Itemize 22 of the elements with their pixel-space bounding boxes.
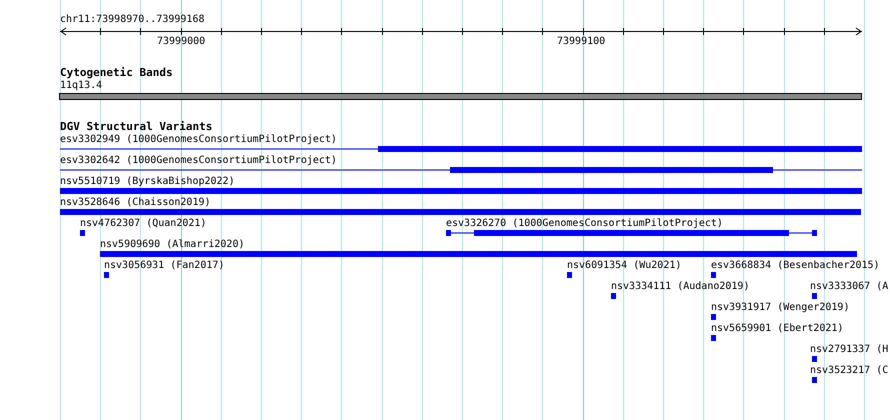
band-label: 11q13.4 [60,80,102,92]
variant-label: nsv3523217 (C [810,365,888,377]
variant-label: esv3326270 (1000GenomesConsortiumPilotProject) [446,218,723,230]
variant-label: esv3302949 (1000GenomesConsortiumPilotProject) [60,134,337,146]
variant-label: nsv3528646 (Chaisson2019) [60,197,211,209]
variant-label: nsv3334111 (Audano2019) [611,281,750,293]
variant-label: nsv5659901 (Ebert2021) [711,323,844,335]
track-title: DGV Structural Variants [60,121,212,133]
variant-label: esv3302642 (1000GenomesConsortiumPilotProject) [60,155,337,167]
variant-label: nsv5909690 (Almarri2020) [100,239,244,251]
variant-label: nsv3056931 (Fan2017) [104,260,224,272]
variant-label: nsv2791337 (H [810,344,888,356]
tick-label: 73999100 [557,36,606,48]
variant-label: esv3668834 (Besenbacher2015) [711,260,880,272]
track-title: Cytogenetic Bands [60,67,173,79]
tick-label: 73999000 [157,36,206,48]
variant-label: nsv3931917 (Wenger2019) [711,302,850,314]
variant-label: nsv4762307 (Quan2021) [80,218,206,230]
variant-label: nsv6091354 (Wu2021) [567,260,682,272]
variant-label: nsv3333067 (A [810,281,888,293]
variant-label: nsv5510719 (ByrskaBishop2022) [60,176,235,188]
position-label: chr11:73998970..73999168 [60,14,204,26]
